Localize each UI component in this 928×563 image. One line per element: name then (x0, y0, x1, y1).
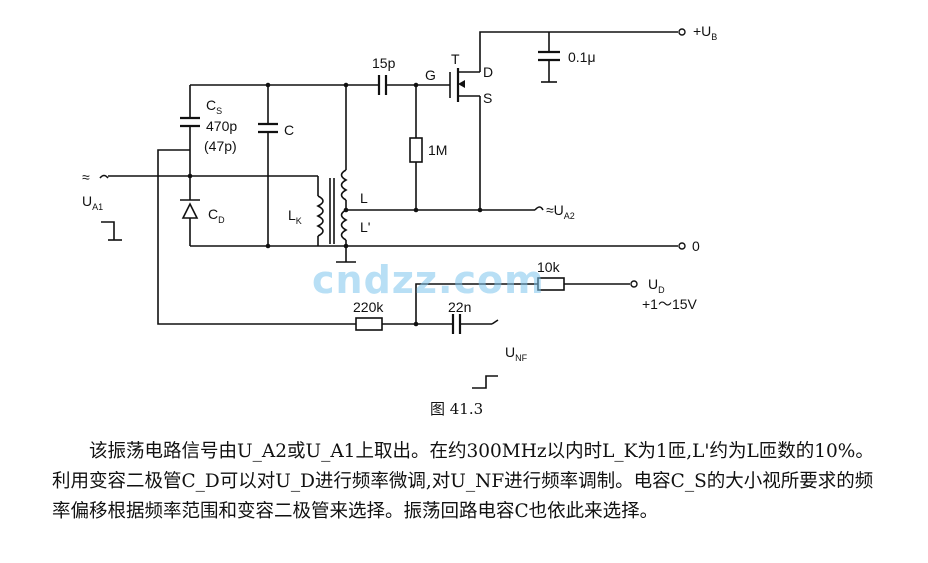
supply-wire (479, 28, 686, 65)
supply-capacitor-value: 0.1μ (568, 49, 596, 65)
figure-caption: 图 41.3 (430, 400, 484, 418)
drain-label: D (483, 64, 493, 80)
description-text: 该振荡电路信号由U_A2或U_A1上取出。在约300MHz以内时L_K为1匝,L… (52, 441, 874, 522)
ud-label: UD (648, 276, 665, 295)
fet-transistor (449, 65, 481, 102)
cs-capacitor-label: CS (206, 97, 222, 116)
varactor-diode (180, 173, 200, 246)
source-label: S (483, 90, 492, 106)
varactor-label: CD (208, 206, 225, 225)
description-paragraph: 该振荡电路信号由U_A2或U_A1上取出。在约300MHz以内时L_K为1匝,L… (52, 437, 882, 527)
coil-l (336, 85, 356, 263)
cs-capacitor-alt-value: (47p) (204, 138, 237, 154)
gate-resistor (409, 85, 423, 210)
coil-lprime-label: L' (360, 219, 370, 235)
transistor-label: T (451, 51, 460, 67)
ud-range-label: +1～15V (642, 296, 698, 312)
oscillator-circuit-diagram: +UB 0.1μ T G D S 15p 1M (82, 23, 717, 389)
unf-label: UNF (505, 344, 528, 363)
supply-label: +UB (693, 23, 717, 42)
coil-core (329, 178, 335, 244)
gate-label: G (425, 67, 436, 83)
ud-resistor-value: 10k (537, 259, 561, 275)
input-approx-symbol: ≈ (82, 169, 90, 185)
input-ua1-wire (99, 174, 319, 241)
bias-wire (157, 149, 499, 389)
coupling-capacitor-value: 15p (372, 55, 396, 71)
coil-l-label: L (360, 190, 368, 206)
bias-resistor-value: 220k (353, 299, 384, 315)
watermark: cndzz.com (312, 258, 545, 302)
ground-rail (190, 242, 686, 250)
gate-resistor-value: 1M (428, 142, 447, 158)
output-label: ≈UA2 (546, 202, 575, 221)
coil-lk-label: LK (288, 207, 302, 226)
coil-lk (316, 195, 324, 246)
ground-terminal-label: 0 (692, 238, 700, 254)
supply-capacitor (538, 32, 560, 83)
fm-capacitor-value: 22n (448, 299, 471, 315)
input-label: UA1 (82, 193, 103, 212)
cs-capacitor (180, 85, 200, 200)
c-capacitor (258, 85, 278, 246)
gate-wire (190, 75, 450, 95)
ud-wire (415, 277, 638, 324)
c-capacitor-label: C (284, 122, 294, 138)
output-wire (346, 206, 544, 213)
cs-capacitor-value: 470p (206, 118, 237, 134)
